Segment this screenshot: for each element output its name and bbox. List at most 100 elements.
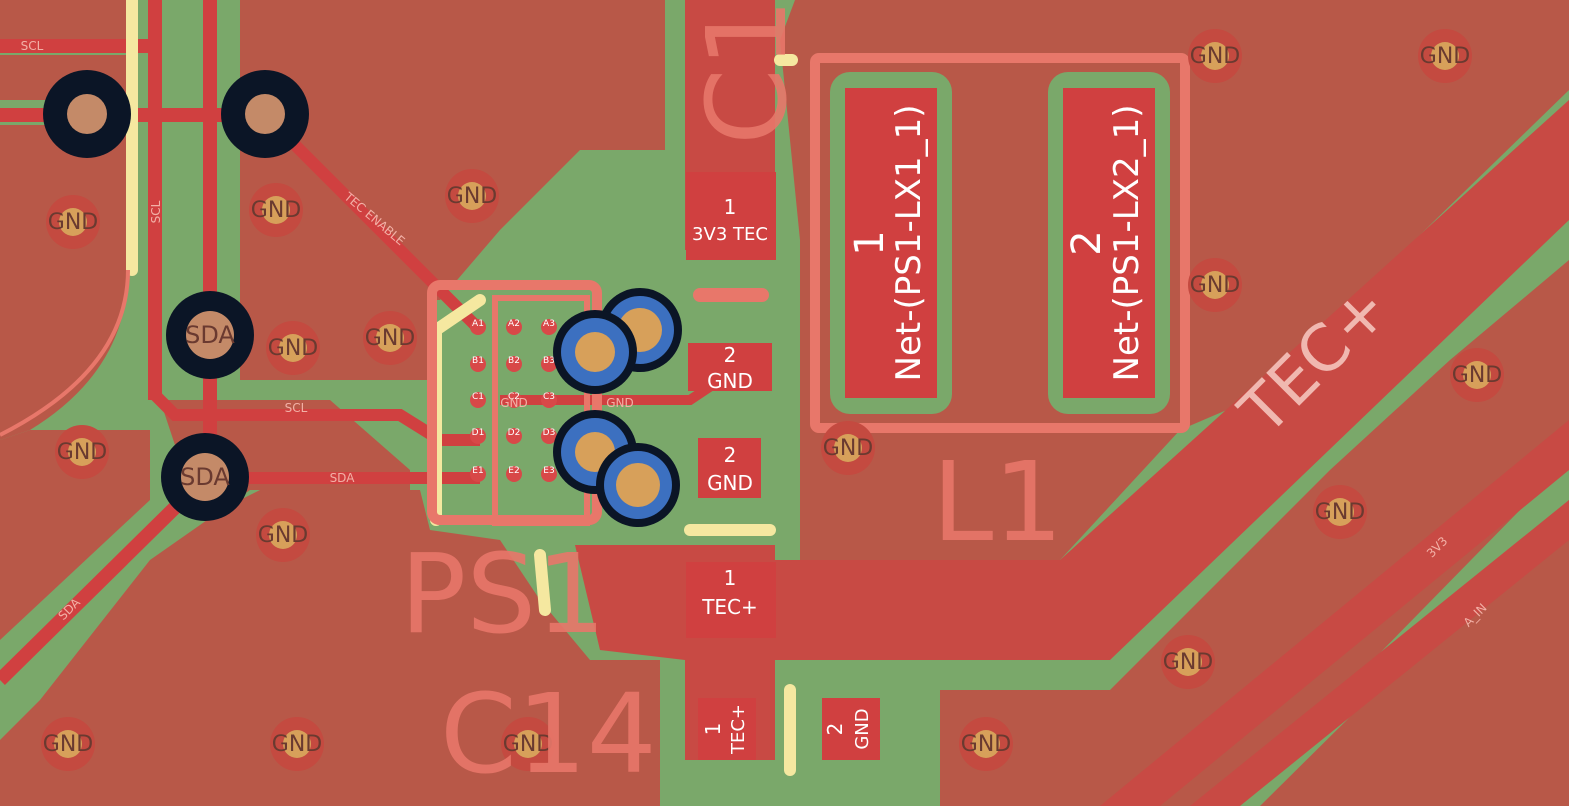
reference-designators: PS1 C14 L1 — [400, 438, 1063, 798]
gnd-via-label: GND — [1315, 500, 1365, 525]
bga-ball-label: C3 — [543, 392, 555, 402]
c14-pad2-net: GND — [852, 708, 873, 749]
gnd-via-label: GND — [1420, 44, 1470, 69]
gnd-via-label: GND — [961, 732, 1011, 757]
gnd-via-label: GND — [365, 326, 415, 351]
tht-header-pads — [43, 70, 309, 521]
c14-pad1-number: 1 — [701, 723, 725, 736]
gnd-via-label: GND — [823, 436, 873, 461]
l1-pad1-number: 1 — [847, 230, 893, 255]
bga-ball: B3 — [541, 356, 557, 372]
sda-pad-label-2: SDA — [180, 463, 230, 491]
gnd-via: GND — [1450, 348, 1504, 402]
gnd-via-label: GND — [43, 732, 93, 757]
bga-ball-label: C1 — [472, 392, 484, 402]
ps1-thermal-vias — [553, 288, 682, 527]
mid-pad2-net: GND — [707, 471, 753, 495]
bga-ball: E3 — [541, 466, 557, 482]
bga-ball: D1 — [470, 428, 486, 444]
gnd-via: GND — [501, 717, 555, 771]
gnd-via: GND — [959, 717, 1013, 771]
gnd-via: GND — [1313, 485, 1367, 539]
gnd-via-label: GND — [251, 198, 301, 223]
c1-pad1-number: 1 — [724, 195, 737, 219]
gnd-via-label: GND — [268, 336, 318, 361]
bga-ball: A3 — [541, 319, 557, 335]
bga-ball: A1 — [470, 319, 486, 335]
ps1-refdes: PS1 — [400, 530, 606, 658]
bga-ball-label: A3 — [543, 319, 555, 329]
bga-ball-label: E2 — [508, 466, 519, 476]
bga-ball-label: D2 — [508, 428, 521, 438]
bga-ball: C2 — [506, 392, 522, 408]
l1-refdes: L1 — [932, 438, 1063, 566]
gnd-via: GND — [55, 425, 109, 479]
tht-pad-labels: SDA SDA — [180, 321, 235, 491]
bga-ball-label: D3 — [543, 428, 556, 438]
capacitor-c1: 1 3V3 TEC 2 GND C1 — [683, 0, 811, 393]
bga-ball: B1 — [470, 356, 486, 372]
c14-refdes: C14 — [440, 670, 657, 798]
c14-pad1-net: TEC+ — [728, 704, 749, 755]
scl-trace-label-1: SCL — [21, 39, 44, 53]
bga-ball: C1 — [470, 392, 486, 408]
gnd-via-label: GND — [1190, 273, 1240, 298]
bga-ball: E1 — [470, 466, 486, 482]
bga-ball: A2 — [506, 319, 522, 335]
gnd-via: GND — [1161, 635, 1215, 689]
c1-pad1-net: 3V3 TEC — [692, 224, 768, 245]
gnd-via: GND — [41, 717, 95, 771]
inductor-l1-pads — [830, 72, 1170, 414]
gnd-via: GND — [46, 195, 100, 249]
gnd-via: GND — [821, 421, 875, 475]
bga-ball: E2 — [506, 466, 522, 482]
c14-pad2-number: 2 — [823, 723, 847, 736]
bga-ball-label: A2 — [508, 319, 520, 329]
l1-pad2-net: Net-(PS1-LX2_1) — [1107, 105, 1147, 382]
gnd-via: GND — [249, 183, 303, 237]
gnd-via-label: GND — [1163, 650, 1213, 675]
bga-ball-label: E3 — [543, 466, 554, 476]
bga-ball-label: C2 — [508, 392, 520, 402]
bga-ball-label: A1 — [472, 319, 484, 329]
gnd-via: GND — [363, 311, 417, 365]
mid-pad2-number: 2 — [724, 443, 737, 467]
gnd-via-label: GND — [503, 732, 553, 757]
l1-pad1-net: Net-(PS1-LX1_1) — [889, 105, 929, 382]
gnd-trace-label-2: GND — [500, 396, 528, 410]
capacitor-c14: 1 TEC+ 2 GND — [698, 698, 880, 760]
bga-ball-label: D1 — [472, 428, 485, 438]
gnd-via-label: GND — [48, 210, 98, 235]
gnd-via-label: GND — [1452, 363, 1502, 388]
bga-ball-label: B2 — [508, 356, 520, 366]
bga-ball: B2 — [506, 356, 522, 372]
l1-pad2-number: 2 — [1064, 230, 1110, 255]
gnd-via: GND — [270, 717, 324, 771]
bga-ball-label: E1 — [472, 466, 483, 476]
gnd-trace-label: GND — [606, 396, 634, 410]
bga-ball-label: B1 — [472, 356, 484, 366]
scl-trace-label-2: SCL — [285, 401, 308, 415]
gnd-via: GND — [1418, 29, 1472, 83]
scl-trace-label-3: SCL — [149, 200, 163, 223]
bga-ball: D2 — [506, 428, 522, 444]
gnd-via-label: GND — [272, 732, 322, 757]
c1-pad2-number: 2 — [724, 343, 737, 367]
ps1-pad1-number: 1 — [724, 566, 737, 590]
gnd-via-label: GND — [1190, 44, 1240, 69]
ps1-output-pads: 2 GND 1 TEC+ — [686, 438, 776, 638]
gnd-via: GND — [1188, 258, 1242, 312]
gnd-via-label: GND — [447, 184, 497, 209]
bga-ball: D3 — [541, 428, 557, 444]
ps1-pad1-net: TEC+ — [701, 595, 758, 619]
bga-ball: C3 — [541, 392, 557, 408]
c1-pad2-net: GND — [707, 369, 753, 393]
gnd-stitching-vias: GND GND GND GND GND GND GND GND GND GND GND GND GND G… — [41, 29, 1504, 771]
gnd-via: GND — [266, 321, 320, 375]
c1-refdes: C1 — [683, 0, 811, 145]
sda-pad-label-1: SDA — [185, 321, 235, 349]
sda-trace-label-1: SDA — [330, 471, 356, 485]
